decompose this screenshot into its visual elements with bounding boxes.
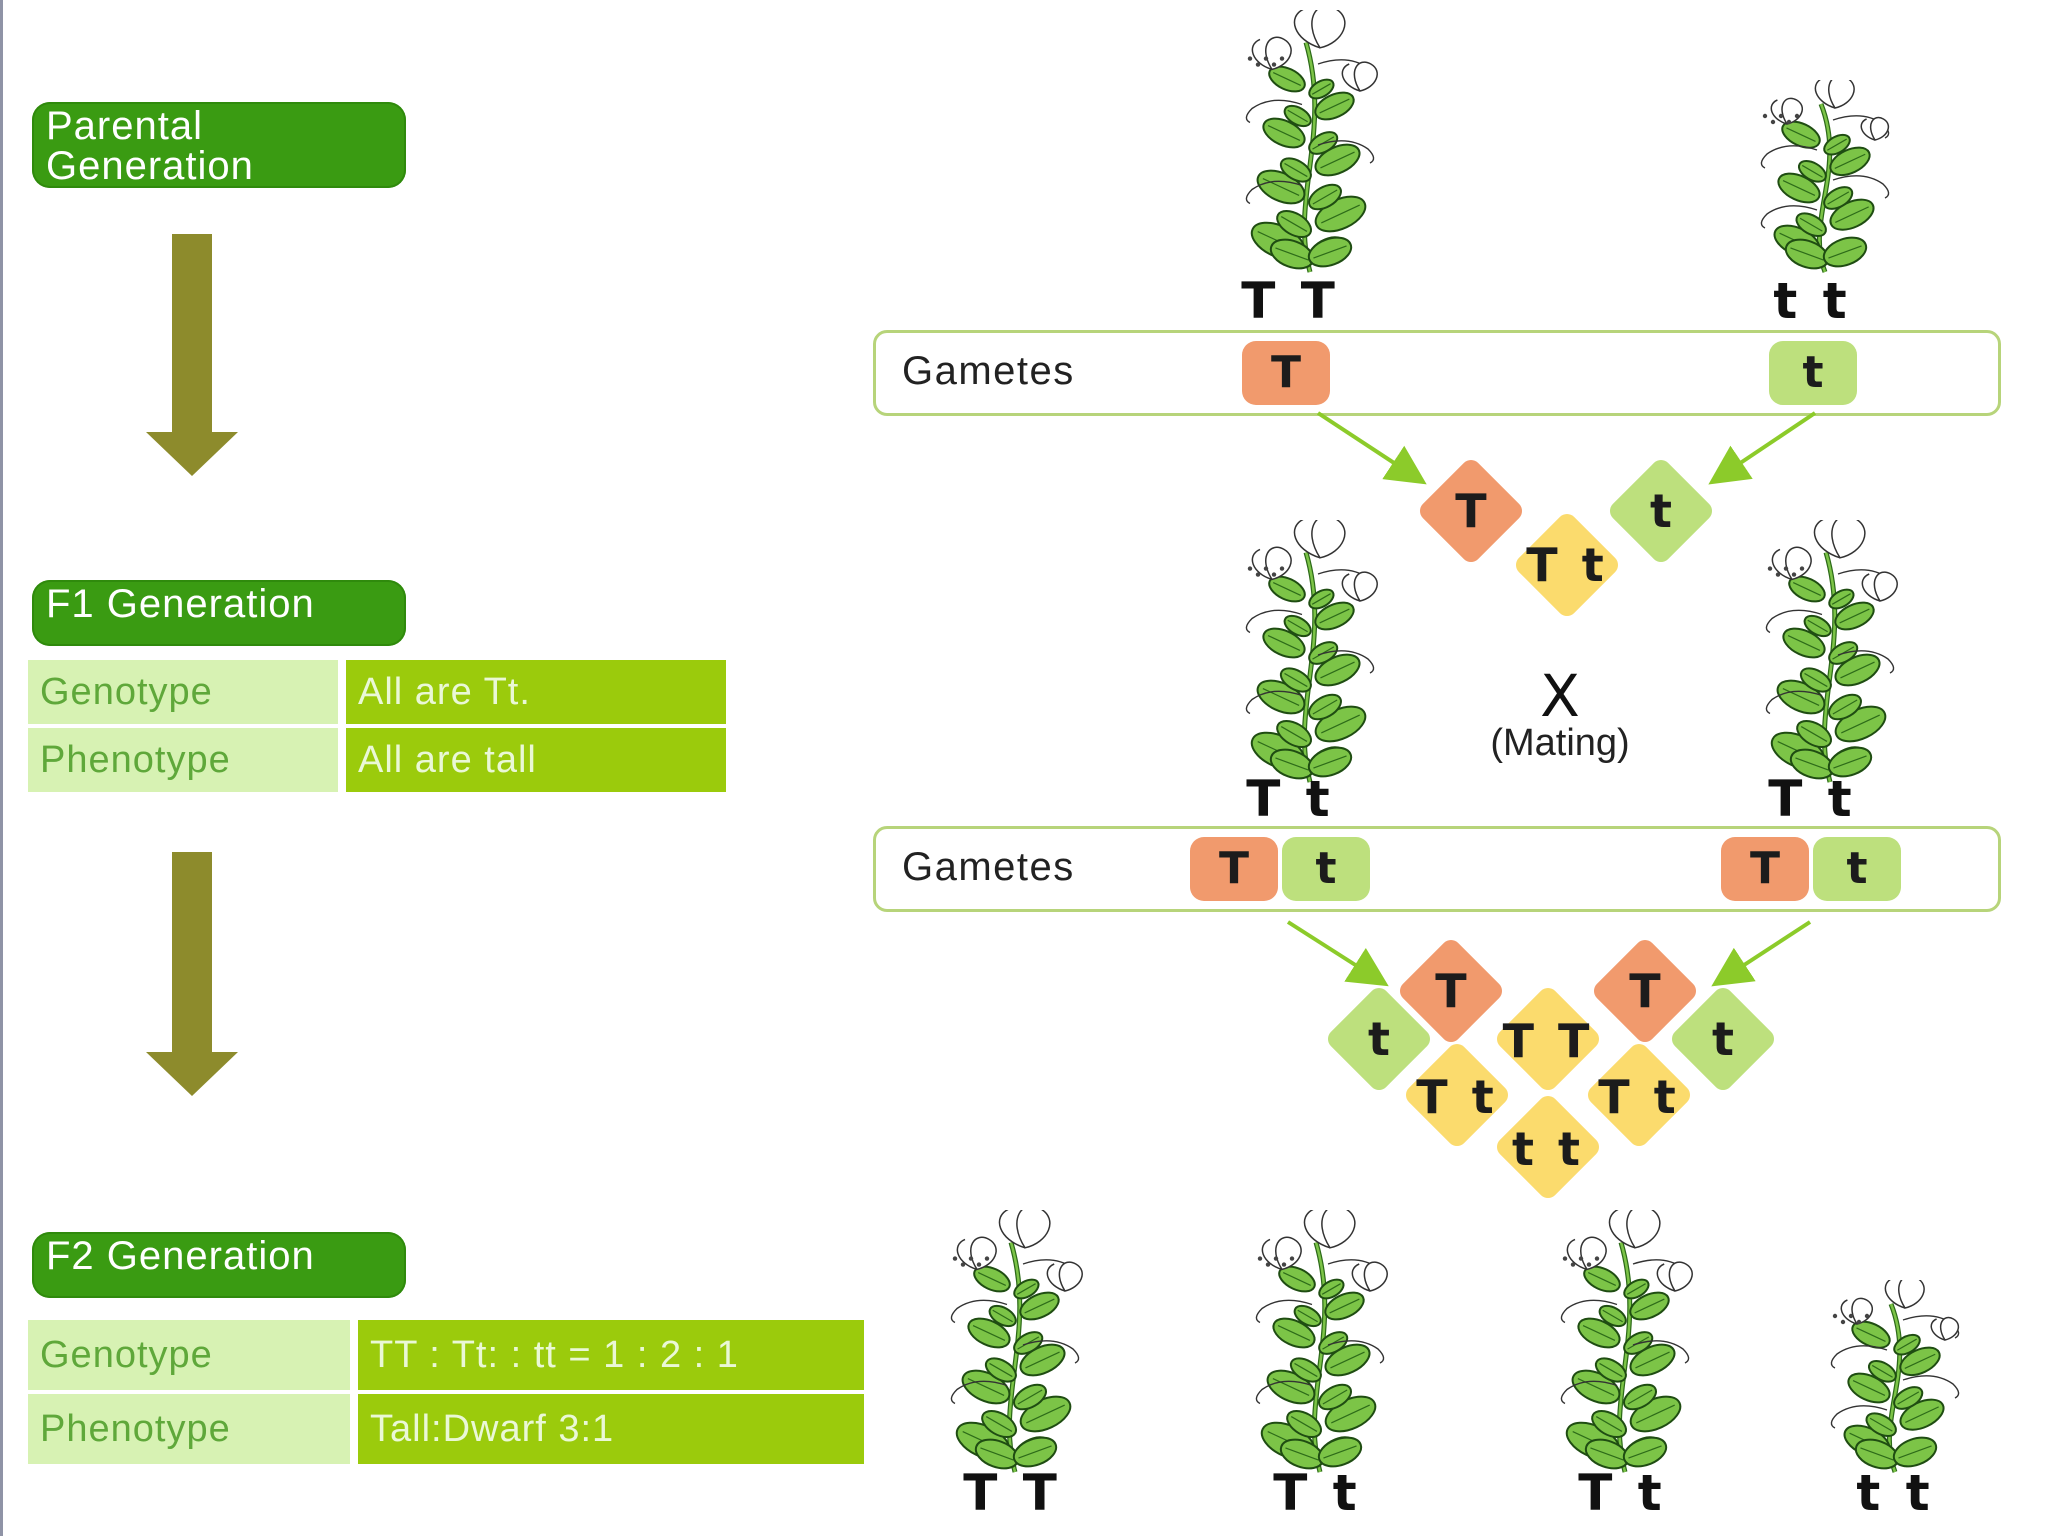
gametes-bar-f1: Gametes T t T t — [873, 826, 2001, 912]
f1-gamete-allele-2: t — [1282, 837, 1370, 901]
pea-plant-f2-1 — [950, 1210, 1083, 1473]
f2-genotype-value: TT : Tt: : tt = 1 : 2 : 1 — [350, 1320, 864, 1390]
f2-generation-label: F2 Generation — [32, 1232, 406, 1298]
arrow-f1-left — [1316, 411, 1427, 485]
punnett-f2-right-label: t — [1712, 1012, 1734, 1066]
f2-info-table: Genotype TT : Tt: : tt = 1 : 2 : 1 Pheno… — [28, 1316, 864, 1468]
parent-genotype-tall: T T — [1241, 272, 1339, 330]
f1-generation-label: F1 Generation — [32, 580, 406, 646]
f1-gamete-allele-1: T — [1190, 837, 1278, 901]
pea-plant-f2-4 — [1830, 1280, 1960, 1473]
f2-plant-genotype-3: T t — [1578, 1464, 1666, 1522]
punnett-f1-offspring-label: T t — [1526, 538, 1608, 592]
f2-genotype-row: Genotype TT : Tt: : tt = 1 : 2 : 1 — [28, 1320, 864, 1390]
punnett-f2-top-left-label: T — [1435, 964, 1467, 1018]
f2-plant-genotype-1: T T — [963, 1464, 1061, 1522]
gametes-label: Gametes — [902, 349, 1075, 393]
f1-genotype-row: Genotype All are Tt. — [28, 660, 726, 724]
left-frame-line — [0, 0, 3, 1536]
punnett-f2-cell-Tt-left-label: T t — [1416, 1070, 1498, 1124]
arrow-f1-right — [1708, 411, 1817, 485]
gametes-bar-parental: Gametes T t — [873, 330, 2001, 416]
f1-plant-genotype-left: T t — [1246, 770, 1334, 828]
pea-plant-f2-3 — [1560, 1210, 1693, 1473]
pea-plant-f2-2 — [1255, 1210, 1388, 1473]
f2-genotype-key: Genotype — [28, 1320, 350, 1390]
punnett-f1-dominant-label: T — [1455, 484, 1487, 538]
f1-phenotype-key: Phenotype — [28, 728, 338, 792]
punnett-f2-left-label: t — [1368, 1012, 1390, 1066]
f2-plant-genotype-2: T t — [1273, 1464, 1361, 1522]
f2-phenotype-value: Tall:Dwarf 3:1 — [350, 1394, 864, 1464]
gamete-allele-recessive: t — [1769, 341, 1857, 405]
f2-phenotype-row: Phenotype Tall:Dwarf 3:1 — [28, 1394, 864, 1464]
pea-plant-tall-parent — [1245, 10, 1378, 273]
punnett-f2-cell-TT-label: T T — [1502, 1014, 1594, 1068]
pea-plant-f1-right — [1765, 520, 1898, 783]
f1-phenotype-value: All are tall — [338, 728, 726, 792]
gametes-label-f1: Gametes — [902, 845, 1075, 889]
f1-genotype-key: Genotype — [28, 660, 338, 724]
punnett-f2-top-right-label: T — [1629, 964, 1661, 1018]
f2-phenotype-key: Phenotype — [28, 1394, 350, 1464]
punnett-f2-cell-Tt-right-label: T t — [1598, 1070, 1680, 1124]
f1-gamete-allele-3: T — [1721, 837, 1809, 901]
f1-genotype-value: All are Tt. — [338, 660, 726, 724]
punnett-f2-cell-tt-label: t t — [1512, 1122, 1584, 1176]
f2-plant-genotype-4: t t — [1856, 1464, 1934, 1522]
f1-info-table: Genotype All are Tt. Phenotype All are t… — [28, 656, 726, 796]
parental-generation-label: Parental Generation — [32, 102, 406, 188]
f1-plant-genotype-right: T t — [1768, 770, 1856, 828]
mating-cross-symbol: X — [1540, 662, 1580, 730]
pea-plant-dwarf-parent — [1760, 80, 1890, 273]
punnett-f1-recessive-label: t — [1650, 484, 1672, 538]
arrow-f2-left — [1286, 920, 1389, 987]
f1-gamete-allele-4: t — [1813, 837, 1901, 901]
f1-phenotype-row: Phenotype All are tall — [28, 728, 726, 792]
arrow-f2-right — [1711, 920, 1812, 987]
pea-plant-f1-left — [1245, 520, 1378, 783]
gamete-allele-dominant: T — [1242, 341, 1330, 405]
mating-label: (Mating) — [1490, 722, 1630, 764]
parent-genotype-dwarf: t t — [1773, 272, 1851, 330]
